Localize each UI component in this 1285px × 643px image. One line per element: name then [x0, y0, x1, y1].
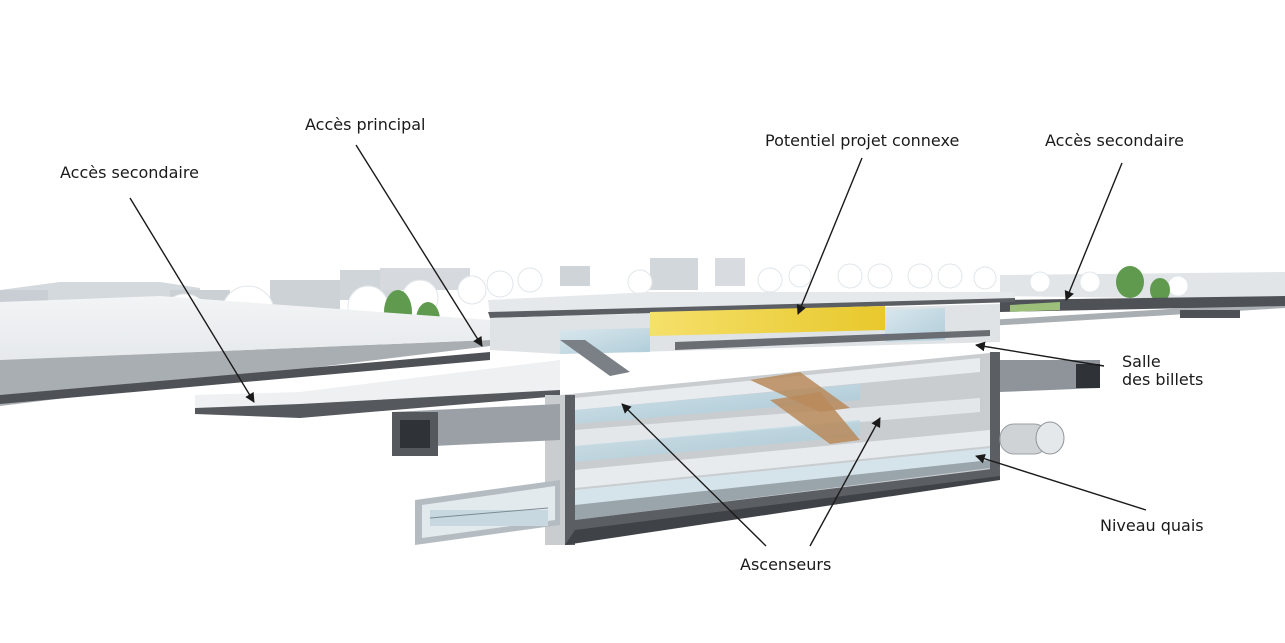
- station-box: [545, 340, 1000, 545]
- label-acces-principal: Accès principal: [305, 115, 426, 134]
- leader-salle-billets: [975, 341, 1105, 367]
- leader-acces-secondaire-left: [129, 197, 255, 403]
- leader-potentiel-projet: [796, 157, 863, 315]
- leader-ascenseurs-1: [621, 403, 767, 547]
- leader-acces-principal: [355, 144, 483, 347]
- label-ascenseurs: Ascenseurs: [740, 555, 832, 574]
- label-acces-secondaire-right: Accès secondaire: [1045, 131, 1184, 150]
- label-salle-line1: Salle: [1122, 352, 1161, 371]
- leader-ascenseurs-2: [809, 417, 881, 547]
- green-lawn: [1010, 302, 1060, 312]
- upper-mezzanine: [490, 304, 1000, 354]
- train-tunnel: [415, 480, 560, 545]
- leader-acces-secondaire-right: [1064, 162, 1123, 301]
- label-salle-line2: des billets: [1122, 370, 1204, 389]
- leader-niveau-quais: [975, 454, 1147, 511]
- label-acces-secondaire-left: Accès secondaire: [60, 163, 199, 182]
- concourse-slab: [195, 360, 560, 418]
- side-tunnel-block: [392, 360, 1100, 456]
- label-niveau-quais: Niveau quais: [1100, 516, 1204, 535]
- station-roof: [488, 292, 1015, 318]
- label-potentiel-projet-connexe: Potentiel projet connexe: [765, 131, 960, 150]
